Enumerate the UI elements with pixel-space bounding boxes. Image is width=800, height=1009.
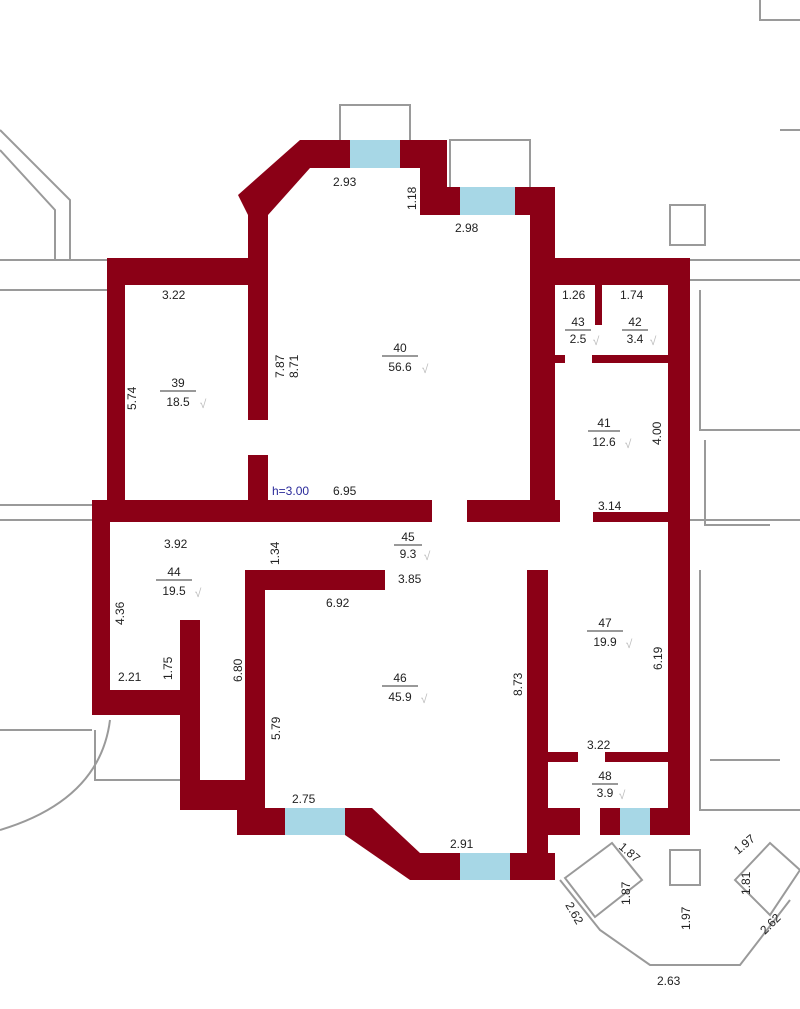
window [350, 140, 400, 168]
walls [92, 140, 690, 880]
room-40: 40 56.6 √ [382, 341, 429, 376]
svg-text:√: √ [619, 788, 626, 802]
svg-text:46: 46 [393, 671, 407, 685]
svg-text:1.87: 1.87 [616, 840, 643, 866]
svg-text:12.6: 12.6 [592, 435, 616, 449]
window [460, 853, 510, 880]
svg-text:3.4: 3.4 [627, 332, 644, 346]
svg-text:1.81: 1.81 [739, 871, 753, 895]
svg-text:√: √ [626, 637, 633, 651]
svg-text:18.5: 18.5 [166, 395, 190, 409]
svg-text:√: √ [424, 549, 431, 563]
svg-text:2.98: 2.98 [455, 221, 479, 235]
svg-text:45.9: 45.9 [388, 690, 412, 704]
svg-text:42: 42 [628, 315, 642, 329]
svg-text:2.93: 2.93 [333, 175, 357, 189]
room-48: 48 3.9 √ [592, 769, 626, 802]
svg-text:√: √ [422, 362, 429, 376]
svg-text:8.73: 8.73 [511, 672, 525, 696]
svg-text:7.87: 7.87 [273, 354, 287, 378]
svg-text:3.22: 3.22 [587, 738, 611, 752]
svg-text:1.26: 1.26 [562, 288, 586, 302]
svg-text:1.97: 1.97 [679, 906, 693, 930]
room-45: 45 9.3 √ [394, 530, 431, 563]
svg-text:2.21: 2.21 [118, 670, 142, 684]
svg-text:56.6: 56.6 [388, 360, 412, 374]
svg-text:44: 44 [167, 565, 181, 579]
svg-text:5.74: 5.74 [125, 386, 139, 410]
surrounding-building-lines [0, 0, 800, 966]
room-labels: 39 18.5 √ 40 56.6 √ 41 12.6 √ 42 3.4 √ 43 2.5 √ 44… [156, 315, 657, 802]
svg-text:1.18: 1.18 [405, 186, 419, 210]
windows [285, 140, 650, 880]
svg-text:19.9: 19.9 [593, 635, 617, 649]
window [460, 187, 515, 215]
svg-text:48: 48 [598, 769, 612, 783]
svg-text:8.71: 8.71 [287, 354, 301, 378]
svg-text:3.14: 3.14 [598, 499, 622, 513]
svg-text:9.3: 9.3 [400, 547, 417, 561]
room-39: 39 18.5 √ [160, 376, 207, 411]
svg-text:2.62: 2.62 [562, 900, 586, 928]
svg-text:1.74: 1.74 [620, 288, 644, 302]
svg-text:√: √ [650, 334, 657, 348]
svg-text:40: 40 [393, 341, 407, 355]
room-41: 41 12.6 √ [588, 416, 632, 451]
svg-text:1.87: 1.87 [619, 881, 633, 905]
svg-text:√: √ [421, 692, 428, 706]
svg-text:6.80: 6.80 [231, 658, 245, 682]
svg-text:43: 43 [571, 315, 585, 329]
svg-text:√: √ [593, 334, 600, 348]
svg-text:√: √ [625, 437, 632, 451]
svg-text:√: √ [195, 586, 202, 600]
svg-text:5.79: 5.79 [269, 716, 283, 740]
svg-text:h=3.00: h=3.00 [272, 484, 309, 498]
svg-text:2.75: 2.75 [292, 792, 316, 806]
window [620, 808, 650, 835]
room-47: 47 19.9 √ [587, 616, 633, 651]
svg-text:4.36: 4.36 [113, 601, 127, 625]
svg-text:1.34: 1.34 [268, 541, 282, 565]
room-44: 44 19.5 √ [156, 565, 202, 600]
svg-text:3.92: 3.92 [164, 537, 188, 551]
svg-text:6.92: 6.92 [326, 596, 350, 610]
svg-text:1.97: 1.97 [731, 831, 758, 857]
svg-text:47: 47 [598, 616, 612, 630]
svg-text:2.5: 2.5 [570, 332, 587, 346]
svg-text:45: 45 [401, 530, 415, 544]
svg-text:√: √ [200, 397, 207, 411]
svg-text:2.91: 2.91 [450, 837, 474, 851]
svg-text:2.63: 2.63 [657, 974, 681, 988]
svg-text:6.19: 6.19 [651, 646, 665, 670]
svg-text:4.00: 4.00 [650, 421, 664, 445]
svg-text:3.85: 3.85 [398, 572, 422, 586]
svg-text:3.9: 3.9 [597, 786, 614, 800]
svg-text:41: 41 [597, 416, 611, 430]
svg-text:3.22: 3.22 [162, 288, 186, 302]
svg-text:19.5: 19.5 [162, 584, 186, 598]
svg-text:6.95: 6.95 [333, 484, 357, 498]
room-43: 43 2.5 √ [565, 315, 600, 348]
svg-text:39: 39 [171, 376, 185, 390]
svg-text:1.75: 1.75 [161, 656, 175, 680]
room-42: 42 3.4 √ [622, 315, 657, 348]
window [285, 808, 345, 835]
room-46: 46 45.9 √ [382, 671, 428, 706]
